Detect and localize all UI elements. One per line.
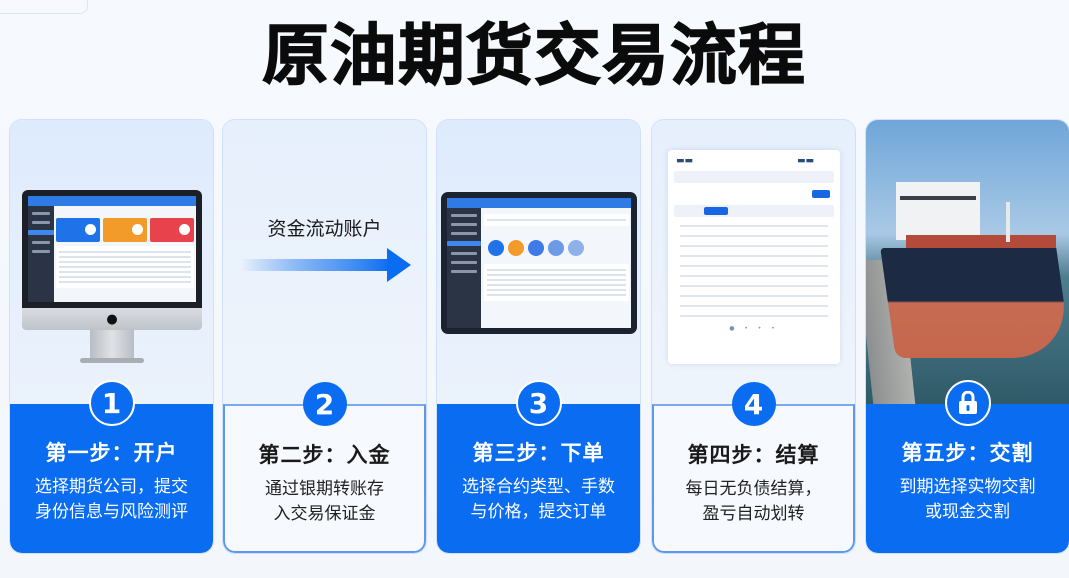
corner-badge — [0, 0, 88, 14]
trading-app-screen — [28, 196, 196, 302]
settlement-statement-illustration: ▬▬▬▬ ● • • • — [652, 120, 855, 404]
step-description: 选择合约类型、手数 与价格，提交订单 — [437, 475, 640, 525]
step-card-5: 第五步：交割 到期选择实物交割 或现金交割 — [866, 120, 1069, 553]
step-number-badge: 4 — [731, 382, 776, 426]
page-title: 原油期货交易流程 — [262, 16, 807, 95]
right-arrow-icon — [241, 248, 411, 282]
step-description-line: 选择合约类型、手数 — [462, 477, 615, 497]
lock-icon — [944, 380, 991, 426]
step-panel-2: 2 第二步：入金 通过银期转账存 入交易保证金 — [223, 382, 426, 553]
step-card-4: ▬▬▬▬ ● • • • 4 第四步：结算 每日无负债结算， 盈亏自动划转 — [652, 120, 855, 553]
fund-flow-label: 资金流动账户 — [267, 218, 382, 240]
step-number-badge: 3 — [515, 380, 562, 426]
step-number-badge: 1 — [88, 380, 135, 426]
step-description-line: 每日无负债结算， — [685, 479, 822, 499]
step-description: 通过银期转账存 入交易保证金 — [225, 477, 424, 527]
step-description: 每日无负债结算， 盈亏自动划转 — [654, 477, 853, 527]
step-title: 第四步：结算 — [687, 443, 820, 467]
fund-flow-illustration: 资金流动账户 — [223, 120, 426, 404]
step-description-line: 入交易保证金 — [273, 504, 376, 524]
step-description-line: 到期选择实物交割 — [899, 477, 1036, 497]
step-description-line: 与价格，提交订单 — [470, 502, 607, 522]
step-panel-3: 3 第三步：下单 选择合约类型、手数 与价格，提交订单 — [437, 380, 640, 553]
step-title: 第二步：入金 — [258, 443, 391, 467]
desktop-monitor-illustration: ● — [10, 120, 213, 404]
step-card-1: ● 1 第一步：开户 选择期货公司，提交 身份信息与风险测评 — [10, 120, 213, 553]
step-panel-5: 第五步：交割 到期选择实物交割 或现金交割 — [866, 380, 1069, 553]
step-description-line: 选择期货公司，提交 — [35, 477, 188, 497]
tablet-illustration — [437, 120, 640, 404]
oil-tanker-photo — [866, 120, 1069, 410]
step-card-3: 3 第三步：下单 选择合约类型、手数 与价格，提交订单 — [437, 120, 640, 553]
step-title: 第五步：交割 — [901, 441, 1034, 465]
step-panel-4: 4 第四步：结算 每日无负债结算， 盈亏自动划转 — [652, 382, 855, 553]
step-description-line: 通过银期转账存 — [265, 479, 384, 499]
apple-logo-icon: ● — [106, 312, 118, 327]
step-description: 到期选择实物交割 或现金交割 — [866, 475, 1069, 525]
step-description-line: 盈亏自动划转 — [702, 504, 805, 524]
step-description-line: 或现金交割 — [925, 502, 1010, 522]
order-app-screen — [447, 198, 631, 328]
step-panel-1: 1 第一步：开户 选择期货公司，提交 身份信息与风险测评 — [10, 380, 213, 553]
step-description-line: 身份信息与风险测评 — [35, 502, 188, 522]
step-title: 第三步：下单 — [472, 441, 605, 465]
step-title: 第一步：开户 — [45, 441, 178, 465]
step-description: 选择期货公司，提交 身份信息与风险测评 — [10, 475, 213, 525]
step-number-badge: 2 — [302, 382, 347, 426]
step-card-2: 资金流动账户 2 第二步：入金 通过银期转账存 入交易保证金 — [223, 120, 426, 553]
